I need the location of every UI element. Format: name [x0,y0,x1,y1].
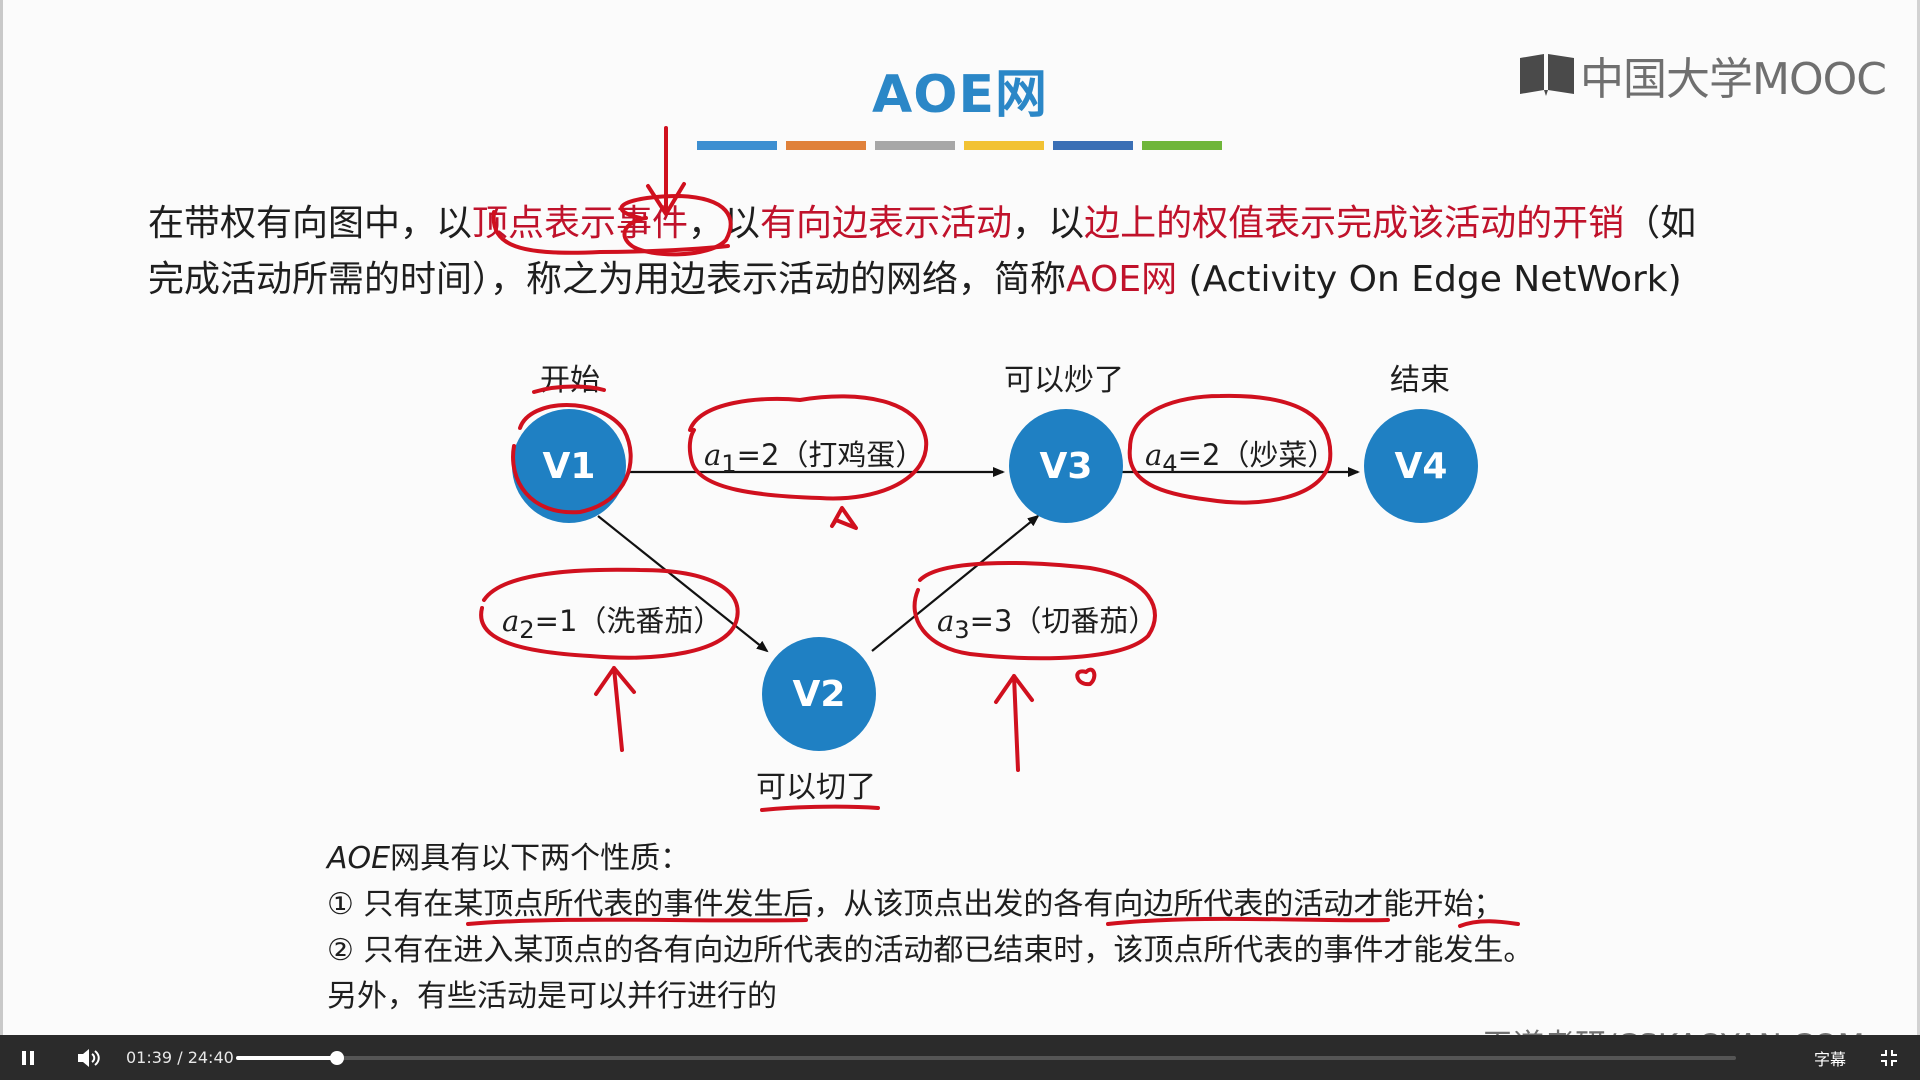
ink-circle-v1 [511,403,633,515]
edge-label-a4: a4=2（炒菜） [1145,432,1336,478]
ink-underline-vertex-event [491,210,730,255]
edge-v1-v2 [597,515,769,653]
slide-left-border [0,0,3,1035]
highlighted-phrase: AOE网 [1066,259,1178,300]
mooc-logo-text: 中国大学MOOC [1580,54,1887,105]
definition-text: ，以 [1012,203,1085,244]
title-accent-bars [697,141,1231,150]
edge-var: a [937,604,955,638]
time-separator: / [177,1048,183,1067]
highlighted-phrase: 有向边表示活动 [760,203,1013,244]
node-v4: V4 [1364,409,1478,523]
lecture-slide: AOE网 中国大学MOOC 在带权有向图中，以顶点表示事件，以有向边表示活动，以… [0,0,1920,1035]
slide-title: AOE网 [872,65,1048,125]
definition-line-1: 在带权有向图中，以顶点表示事件，以有向边表示活动，以边上的权值表示完成该活动的开… [148,196,1788,252]
edge-v2-v3 [871,514,1040,652]
node-v3: V3 [1009,409,1123,523]
property-item-1: ① 只有在某顶点所代表的事件发生后，从该顶点出发的各有向边所代表的活动才能开始； [327,887,1504,922]
duration: 24:40 [187,1048,234,1067]
time-display: 01:39 / 24:40 [126,1035,234,1080]
edge-var: a [1145,438,1163,472]
edge-label-a2: a2=1（洗番茄） [502,598,722,644]
edge-label-a1: a1=2（打鸡蛋） [704,432,924,478]
ink-circle-a4 [1127,393,1333,505]
player-control-bar: 01:39 / 24:40 字幕 [0,1035,1920,1080]
node-v2: V2 [762,637,876,751]
properties-heading: AOE网具有以下两个性质： [327,836,1533,882]
edge-text: =2（打鸡蛋） [736,438,925,472]
ink-circle-a2 [479,567,740,660]
accent-bar [786,141,866,150]
subtitle-button[interactable]: 字幕 [1814,1035,1846,1080]
ink-mark-a1 [830,506,858,530]
definition-paragraph: 在带权有向图中，以顶点表示事件，以有向边表示活动，以边上的权值表示完成该活动的开… [148,196,1788,308]
definition-line-2: 完成活动所需的时间），称之为用边表示活动的网络，简称AOE网 (Activity… [148,252,1788,308]
definition-text: （如 [1624,203,1697,244]
accent-bar [1053,141,1133,150]
watermark: 王道考研/CSKAOYAN.COM [1482,1020,1865,1035]
accent-bar [875,141,955,150]
accent-bar [697,141,777,150]
ink-underline-property-1a [466,917,808,926]
progress-bar[interactable] [236,1051,1736,1065]
edge-sub: 2 [519,615,535,644]
pause-icon [22,1050,34,1065]
properties-heading-prefix: AOE [327,841,391,876]
label-can-cut: 可以切了 [756,770,876,805]
progress-handle[interactable] [329,1051,344,1065]
ink-circle-a3 [912,561,1157,661]
properties-heading-rest: 网具有以下两个性质： [390,841,691,876]
ink-underline-property-1c [1458,919,1520,928]
pause-button[interactable] [18,1035,38,1080]
ink-mark-a3 [1075,667,1097,687]
volume-icon [78,1048,100,1067]
edge-var: a [704,438,722,472]
ink-circle-a1 [687,394,929,501]
edge-text: =2（炒菜） [1177,438,1337,472]
property-item-2: ② 只有在进入某顶点的各有向边所代表的活动都已结束时，该顶点所代表的事件才能发生… [327,933,1534,968]
mooc-logo: 中国大学MOOC [1518,45,1887,105]
ink-circle-event [619,194,733,257]
accent-bar [964,141,1044,150]
ink-underline-can-cut [760,804,880,812]
current-time: 01:39 [126,1048,173,1067]
subtitle-label: 字幕 [1814,1049,1847,1069]
label-can-fry: 可以炒了 [1004,363,1124,398]
edge-sub: 4 [1162,449,1178,478]
label-end: 结束 [1390,363,1450,398]
node-v1: V1 [512,409,626,523]
edge-label-a3: a3=3（切番茄） [937,598,1157,644]
volume-button[interactable] [76,1035,102,1080]
label-start: 开始 [540,363,600,398]
edge-text: =1（洗番茄） [534,604,723,638]
properties-section: AOE网具有以下两个性质： ① 只有在某顶点所代表的事件发生后，从该顶点出发的各… [327,836,1533,1020]
edge-sub: 1 [721,449,737,478]
definition-text: (Activity On Edge NetWork) [1177,259,1682,300]
properties-note: 另外，有些活动是可以并行进行的 [327,979,777,1014]
ink-arrow-down [646,126,686,216]
progress-fill [236,1056,337,1060]
slide-right-border [1917,0,1920,1035]
exit-fullscreen-button[interactable] [1880,1035,1898,1080]
graph-edges [597,467,1360,653]
edge-text: =3（切番茄） [969,604,1158,638]
highlighted-phrase: 顶点表示事件 [472,203,689,244]
edge-var: a [502,604,520,638]
ink-underline-property-1b [1106,916,1390,926]
handwritten-annotations [466,126,1520,928]
edge-sub: 3 [954,615,970,644]
exit-fullscreen-icon [1881,1049,1897,1066]
ink-underline-start [532,384,606,394]
ink-arrow-up-a2 [594,666,636,752]
definition-text: 在带权有向图中，以 [148,203,473,244]
definition-text: 完成活动所需的时间），称之为用边表示活动的网络，简称 [148,259,1067,300]
highlighted-phrase: 边上的权值表示完成该活动的开销 [1084,203,1625,244]
accent-bar [1142,141,1222,150]
ink-arrow-up-a3 [994,674,1034,772]
book-logo-icon [1520,54,1574,96]
